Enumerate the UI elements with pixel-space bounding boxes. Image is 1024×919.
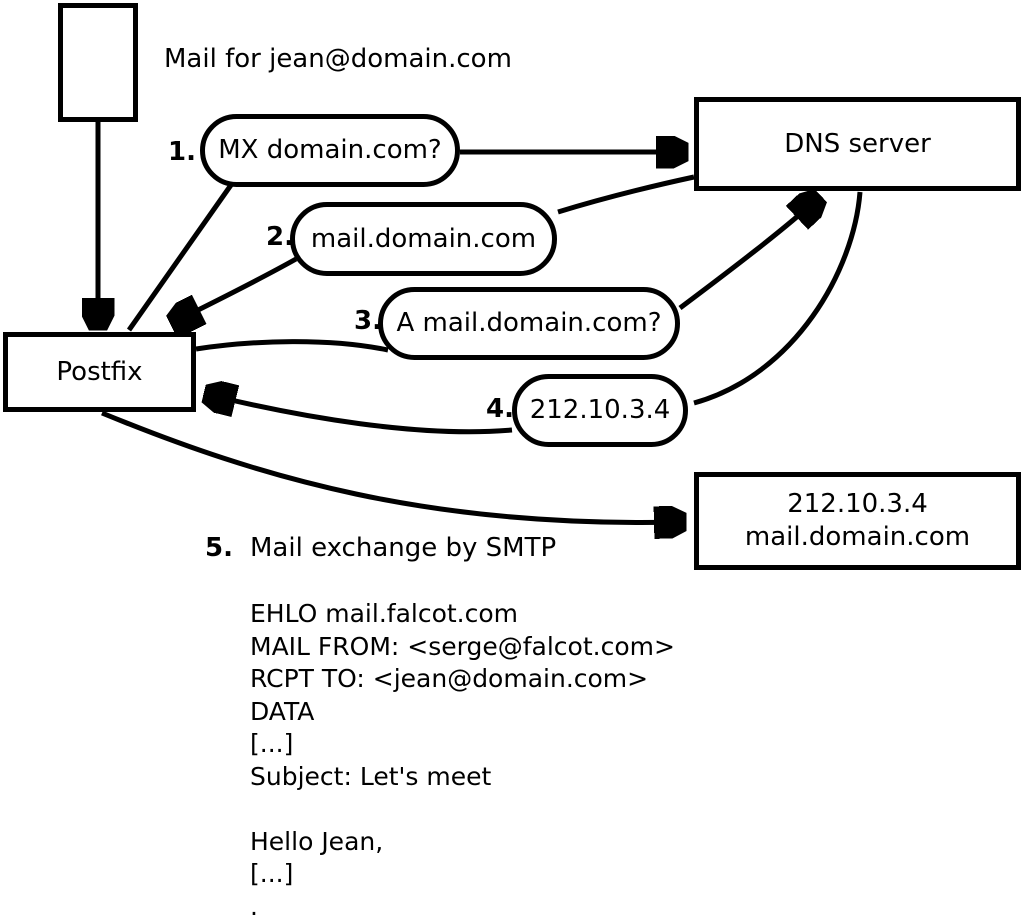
step1-query-text: MX domain.com?: [218, 135, 442, 165]
mail-message-node: [58, 3, 138, 122]
mail-for-caption: Mail for jean@domain.com: [164, 44, 512, 74]
postfix-node: Postfix: [3, 332, 196, 412]
step1-query-pill: MX domain.com?: [200, 114, 460, 187]
step4-answer-pill: 212.10.3.4: [512, 374, 688, 447]
line-dns-to-answer4: [693, 191, 863, 406]
smtp-line: MAIL FROM: <serge@falcot.com>: [250, 631, 675, 661]
step2-number: 2.: [266, 222, 294, 252]
line-postfix-to-query1: [126, 183, 234, 332]
step5-number: 5.: [205, 533, 233, 563]
dns-server-label: DNS server: [784, 128, 931, 159]
smtp-line: [...]: [250, 859, 294, 888]
smtp-line: RCPT TO: <jean@domain.com>: [250, 664, 649, 693]
smtp-line: EHLO mail.falcot.com: [250, 599, 519, 628]
smtp-line: [...]: [250, 729, 294, 758]
step4-number: 4.: [486, 394, 514, 424]
dns-server-node: DNS server: [694, 97, 1021, 191]
step5-text: Mail exchange by SMTP: [250, 533, 557, 563]
mail-server-label: 212.10.3.4 mail.domain.com: [745, 488, 970, 554]
smtp-line: .: [250, 891, 258, 919]
mail-server-ip: 212.10.3.4: [787, 489, 928, 519]
smtp-session-transcript: EHLO mail.falcot.com MAIL FROM: <serge@f…: [250, 598, 675, 919]
smtp-line: Hello Jean,: [250, 826, 384, 856]
step3-query-pill: A mail.domain.com?: [378, 287, 680, 360]
postfix-label: Postfix: [56, 356, 143, 387]
smtp-line-blank: [250, 793, 675, 826]
step1-number: 1.: [168, 137, 196, 167]
smtp-line: DATA: [250, 696, 315, 726]
arrow-query3-to-dns: [678, 200, 816, 310]
step4-answer-text: 212.10.3.4: [529, 395, 671, 425]
step3-query-text: A mail.domain.com?: [396, 308, 662, 338]
line-postfix-to-query3: [195, 339, 389, 353]
step3-number: 3.: [354, 306, 382, 336]
arrow-answer2-to-postfix: [176, 256, 298, 321]
arrow-answer4-to-postfix: [210, 395, 513, 435]
line-dns-to-answer2: [557, 174, 695, 215]
smtp-line: Subject: Let's meet: [250, 761, 492, 791]
step2-answer-pill: mail.domain.com: [290, 202, 557, 276]
step2-answer-text: mail.domain.com: [310, 223, 537, 254]
mail-server-hostname: mail.domain.com: [744, 522, 971, 552]
arrow-smtp-to-mailserver: [101, 410, 680, 522]
mail-server-node: 212.10.3.4 mail.domain.com: [694, 472, 1021, 570]
